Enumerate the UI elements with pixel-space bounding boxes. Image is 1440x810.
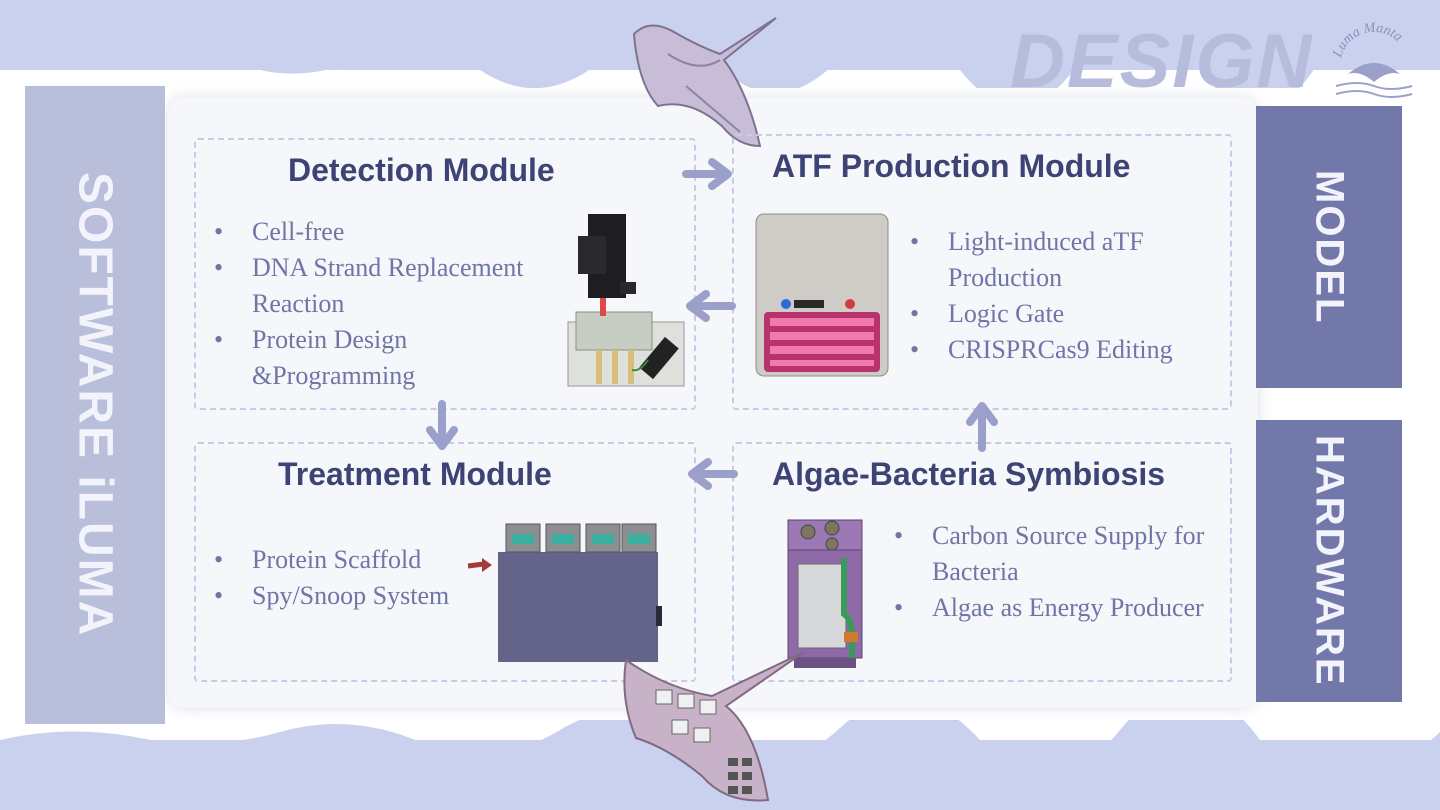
list-item: Carbon Source Supply for Bacteria bbox=[890, 518, 1226, 590]
logo-icon: Luma Manta bbox=[1330, 20, 1413, 98]
algae-list: Carbon Source Supply for Bacteria Algae … bbox=[890, 518, 1226, 626]
sidebar-software-label: SOFTWARE iLUMA bbox=[68, 172, 122, 638]
atf-list: Light-induced aTF Production Logic Gate … bbox=[906, 224, 1226, 368]
list-item: Spy/Snoop System bbox=[210, 578, 510, 614]
list-item: Light-induced aTF Production bbox=[906, 224, 1226, 296]
algae-title: Algae-Bacteria Symbiosis bbox=[772, 456, 1166, 492]
atf-title: ATF Production Module bbox=[772, 148, 1131, 184]
arrow-right-icon bbox=[682, 158, 732, 190]
detection-list: Cell-free DNA Strand Replacement Reactio… bbox=[210, 214, 540, 394]
page-title: DESIGN bbox=[1010, 19, 1314, 104]
wave-bottom-edge bbox=[0, 720, 1440, 750]
arrow-up-icon bbox=[966, 402, 998, 452]
list-item: CRISPRCas9 Editing bbox=[906, 332, 1226, 368]
microscope-icon bbox=[567, 214, 685, 387]
sidebar-software[interactable]: SOFTWARE iLUMA bbox=[25, 86, 165, 724]
module-atf-production[interactable]: ATF Production Module Light-induced aTF … bbox=[732, 134, 1232, 410]
luma-manta-logo: Luma Manta bbox=[1328, 20, 1420, 108]
incubator-icon bbox=[755, 213, 889, 377]
treatment-list: Protein Scaffold Spy/Snoop System bbox=[210, 542, 510, 614]
logo-text: Luma Manta bbox=[1330, 22, 1405, 60]
arrow-down-icon bbox=[426, 400, 458, 450]
treatment-device-icon bbox=[467, 523, 662, 662]
module-treatment[interactable]: Treatment Module Protein Scaffold Spy/Sn… bbox=[194, 442, 696, 682]
arrow-left-icon bbox=[686, 290, 736, 322]
sidebar-model-label: MODEL bbox=[1307, 169, 1352, 325]
sidebar-hardware[interactable]: HARDWARE bbox=[1256, 420, 1402, 702]
list-item: Cell-free bbox=[210, 214, 540, 250]
manta-ray-icon bbox=[623, 651, 805, 802]
list-item: DNA Strand Replacement Reaction bbox=[210, 250, 540, 322]
module-algae-bacteria[interactable]: Algae-Bacteria Symbiosis Carbon Source S… bbox=[732, 442, 1232, 682]
arrow-left-icon bbox=[688, 458, 738, 490]
detection-title: Detection Module bbox=[288, 152, 555, 188]
list-item: Logic Gate bbox=[906, 296, 1226, 332]
list-item: Algae as Energy Producer bbox=[890, 590, 1226, 626]
bioreactor-icon bbox=[787, 519, 863, 668]
sidebar-model[interactable]: MODEL bbox=[1256, 106, 1402, 388]
module-detection[interactable]: Detection Module Cell-free DNA Strand Re… bbox=[194, 138, 696, 410]
list-item: Protein Design &Programming bbox=[210, 322, 540, 394]
manta-ray-icon bbox=[632, 17, 777, 148]
sidebar-hardware-label: HARDWARE bbox=[1307, 435, 1352, 687]
treatment-title: Treatment Module bbox=[278, 456, 552, 492]
list-item: Protein Scaffold bbox=[210, 542, 510, 578]
